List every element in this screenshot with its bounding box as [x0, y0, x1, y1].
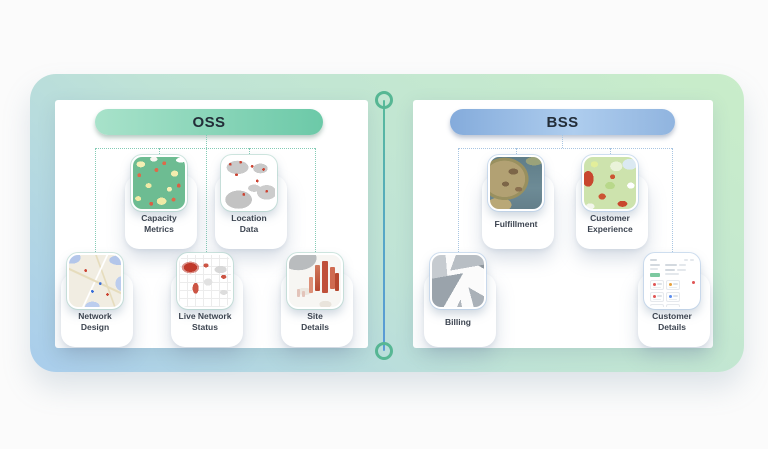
connector-drop: [315, 148, 316, 254]
node-billing: Billing: [416, 253, 500, 357]
billing-thumbnail: [430, 253, 486, 309]
site-bar: [297, 289, 300, 297]
mini-line: [650, 264, 660, 266]
mini-card: [666, 280, 680, 290]
bss-header-pill: BSS: [450, 109, 675, 135]
connector-drop: [610, 148, 611, 156]
oss-panel: OSS Capacity Metrics Location Data Netwo…: [55, 100, 368, 348]
mini-dashboard-body: [650, 264, 694, 277]
mini-dashboard: [646, 255, 698, 307]
mini-card-grid: [650, 280, 695, 307]
mini-line: [690, 259, 694, 261]
node-label: Customer Details: [652, 311, 692, 333]
node-label: Live Network Status: [178, 311, 232, 333]
node-label: Fulfillment: [494, 219, 538, 229]
mini-line: [677, 268, 686, 271]
connector-stem: [206, 135, 207, 148]
connector-drop: [159, 148, 160, 156]
mini-line: [684, 259, 688, 261]
mini-rows: [665, 264, 694, 277]
fulfillment-thumbnail: [488, 155, 544, 211]
mini-card: [666, 304, 680, 307]
network-design-thumbnail: [67, 253, 123, 309]
connector-drop: [206, 148, 207, 254]
mini-alert-dot: [692, 281, 695, 284]
bss-panel: BSS Fulfillment Customer Experience Bill…: [413, 100, 713, 348]
mini-card: [650, 292, 664, 302]
node-label: Customer Experience: [587, 213, 633, 235]
node-customer-experience: Customer Experience: [568, 155, 652, 259]
mini-left-column: [650, 264, 662, 277]
mini-card: [666, 292, 680, 302]
site-bar: [330, 267, 335, 289]
oss-header-pill: OSS: [95, 109, 323, 135]
site-details-thumbnail: [287, 253, 343, 309]
bss-title: BSS: [546, 113, 579, 131]
connector-drop: [672, 148, 673, 254]
node-live-network-status: Live Network Status: [163, 253, 247, 357]
node-label: Billing: [445, 317, 471, 327]
spine-top-ring-icon: [375, 91, 393, 109]
location-data-thumbnail: [221, 155, 277, 211]
node-site-details: Site Details: [273, 253, 357, 357]
site-bar: [315, 265, 320, 291]
node-location-data: Location Data: [207, 155, 291, 259]
site-bar: [309, 277, 313, 293]
site-bar: [302, 291, 305, 297]
connector-drop: [458, 148, 459, 254]
mini-line: [665, 264, 677, 266]
customer-details-thumbnail: [644, 253, 700, 309]
node-customer-details: Customer Details: [630, 253, 714, 357]
mini-line: [650, 259, 657, 261]
oss-title: OSS: [192, 113, 226, 131]
node-network-design: Network Design: [53, 253, 137, 357]
connector-drop: [95, 148, 96, 254]
customer-experience-thumbnail: [582, 155, 638, 211]
spine-connector-line: [383, 100, 385, 351]
connector-drop: [249, 148, 250, 156]
mini-dashboard-header: [650, 259, 694, 261]
mini-card: [650, 280, 664, 290]
mini-card: [650, 304, 664, 307]
node-capacity-metrics: Capacity Metrics: [117, 155, 201, 259]
node-label: Capacity Metrics: [141, 213, 177, 235]
mini-line: [665, 268, 675, 271]
connector-branch: [95, 148, 315, 149]
node-label: Site Details: [301, 311, 329, 333]
node-fulfillment: Fulfillment: [474, 155, 558, 259]
connector-drop: [516, 148, 517, 156]
spine-bottom-ring-icon: [375, 342, 393, 360]
node-label: Location Data: [231, 213, 267, 235]
site-bar: [322, 261, 328, 293]
live-network-status-thumbnail: [177, 253, 233, 309]
connector-branch: [458, 148, 672, 149]
site-bar: [335, 273, 339, 291]
node-label: Network Design: [78, 311, 112, 333]
mini-line: [679, 264, 686, 266]
capacity-metrics-thumbnail: [131, 155, 187, 211]
mini-green-chip: [650, 273, 660, 277]
connector-stem: [562, 135, 563, 148]
mini-line: [650, 268, 658, 270]
mini-line: [665, 273, 679, 275]
